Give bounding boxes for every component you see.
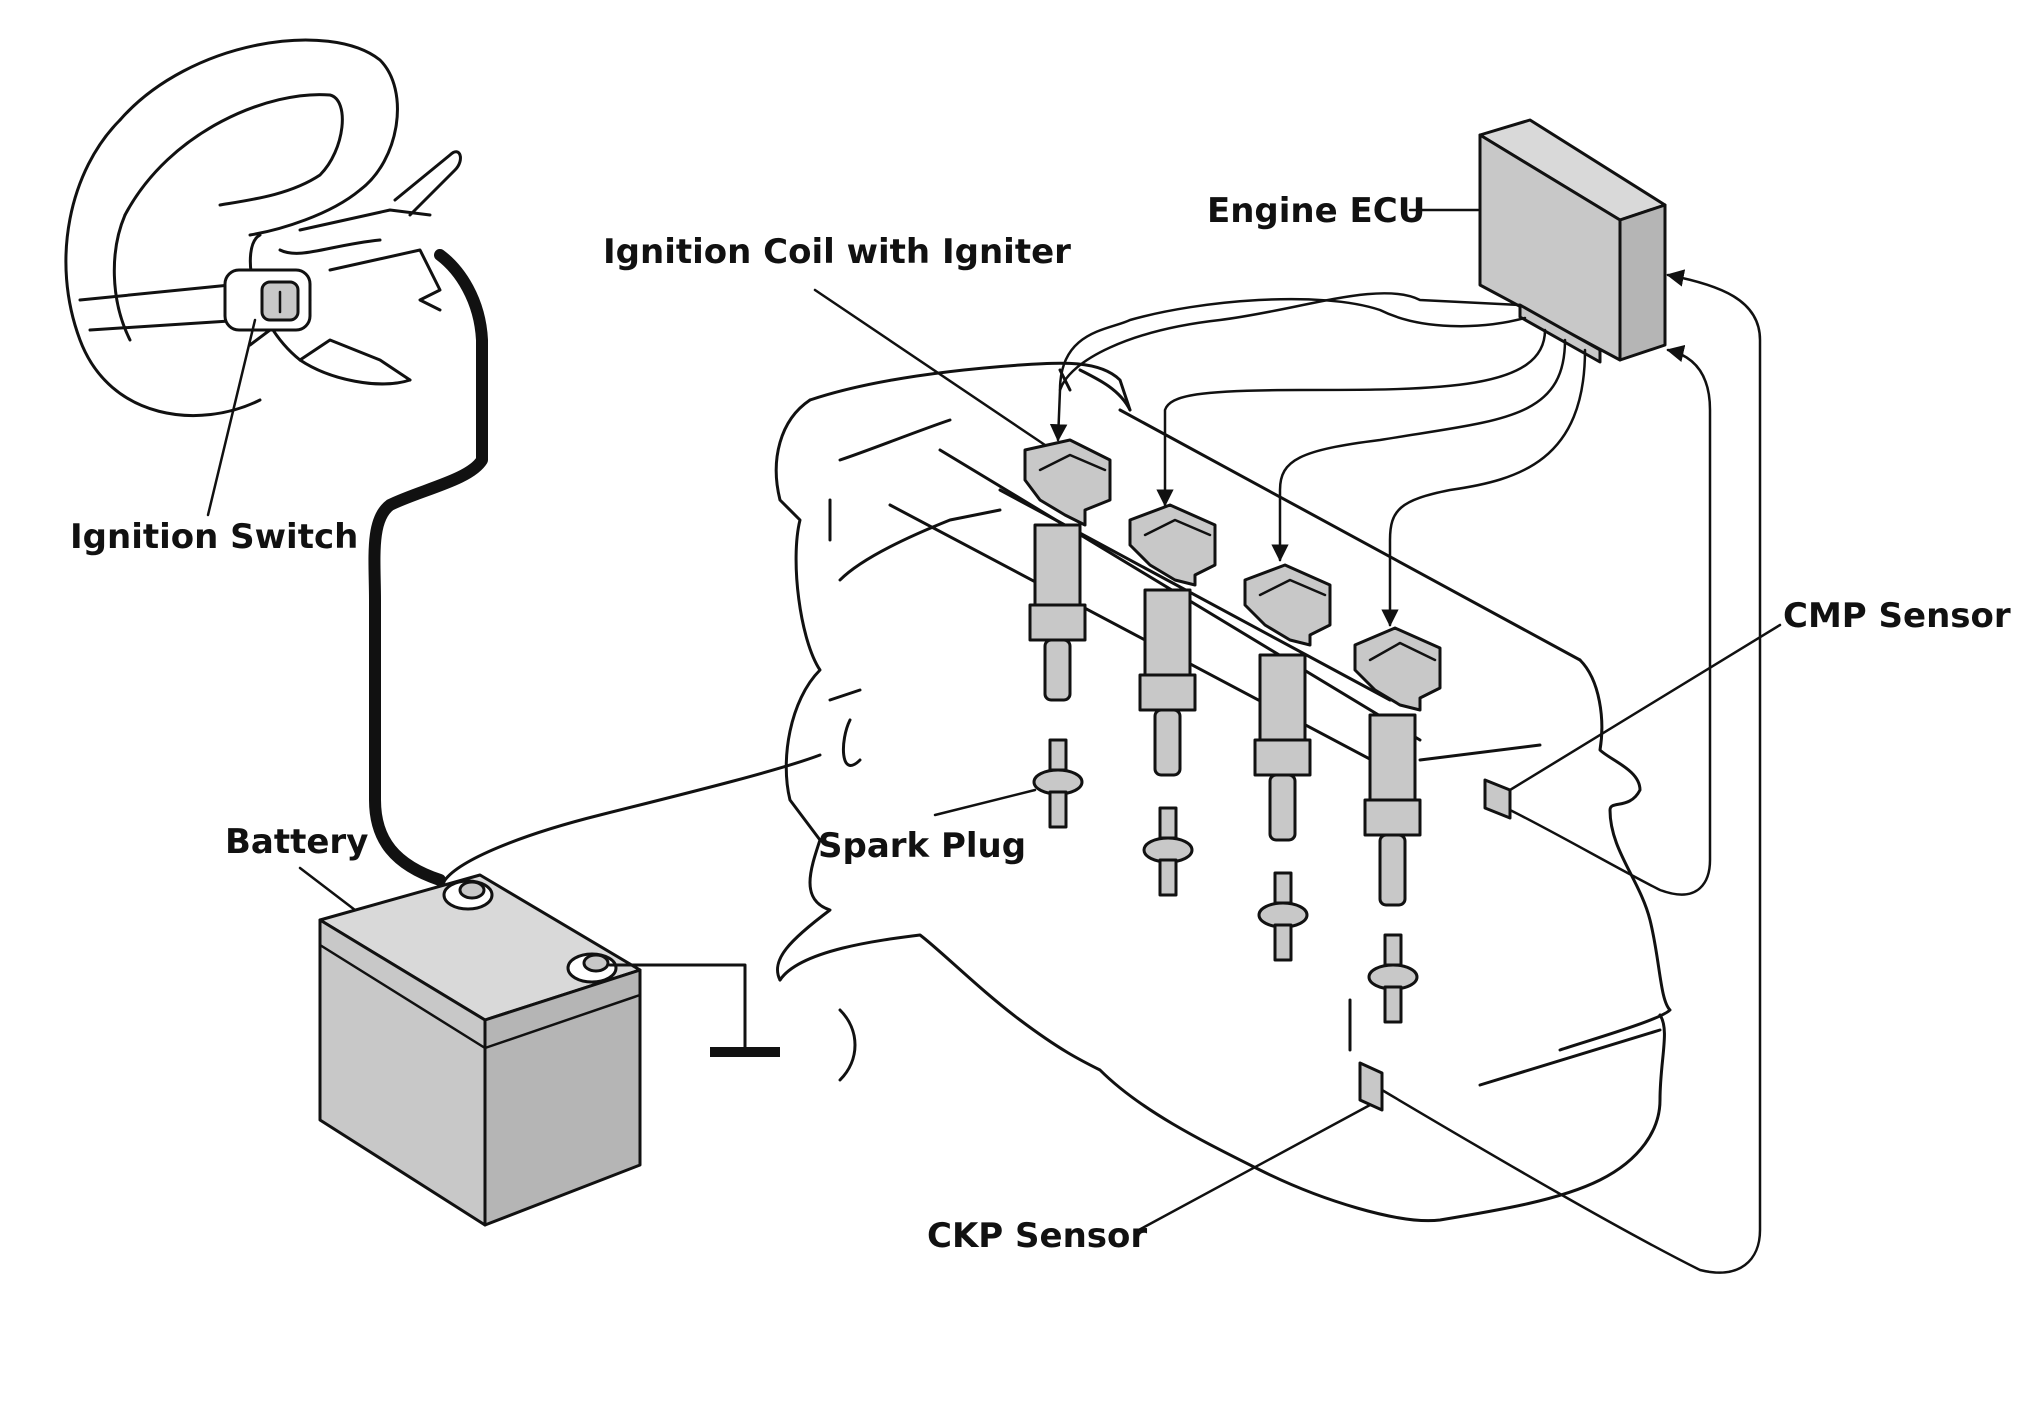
spark-plug-4 bbox=[1367, 933, 1419, 1024]
cmp-leader bbox=[1508, 623, 1782, 792]
cmp-signal-wire bbox=[1508, 344, 1712, 896]
ignition-coil-label: Ignition Coil with Igniter bbox=[603, 232, 1071, 272]
ckp-signal-wire bbox=[1380, 269, 1762, 1274]
cmp-sensor bbox=[1483, 778, 1512, 820]
ecu-connector bbox=[1518, 303, 1602, 364]
ignition-switch-label: Ignition Switch bbox=[70, 517, 358, 557]
coil-feed-wire bbox=[1058, 292, 1522, 392]
battery bbox=[318, 873, 642, 1227]
ckp-sensor bbox=[1358, 1061, 1384, 1112]
ignition-coil-leader bbox=[813, 288, 1047, 447]
ecu-label: Engine ECU bbox=[1207, 191, 1425, 231]
engine-block bbox=[774, 361, 1672, 1223]
ignition-switch-leader bbox=[206, 318, 257, 517]
ckp-leader bbox=[1133, 1103, 1372, 1234]
ignition-coil-2 bbox=[1128, 503, 1217, 777]
battery-leader bbox=[298, 866, 357, 912]
engine-ecu bbox=[1478, 118, 1667, 364]
ecu-side bbox=[1618, 203, 1667, 362]
ignition-coil-4 bbox=[1353, 626, 1442, 907]
ground-wire bbox=[608, 963, 747, 1052]
ignition-coil-3 bbox=[1243, 563, 1332, 842]
ignition-coil-1 bbox=[1023, 438, 1112, 702]
spark-plug-2 bbox=[1142, 806, 1194, 897]
ecu-coil-wires bbox=[1049, 297, 1587, 627]
ckp-sensor-label: CKP Sensor bbox=[927, 1216, 1147, 1256]
spark-plug-1 bbox=[1032, 738, 1084, 829]
battery-label: Battery bbox=[225, 822, 368, 862]
spark-plug-leader bbox=[933, 788, 1037, 817]
spark-plug-label: Spark Plug bbox=[818, 826, 1026, 866]
ignition-harness bbox=[368, 249, 488, 886]
ground-symbol bbox=[710, 1047, 780, 1057]
spark-plug-3 bbox=[1257, 871, 1309, 962]
cmp-sensor-label: CMP Sensor bbox=[1783, 596, 2011, 636]
battery-engine-wire bbox=[443, 753, 822, 882]
steering-wheel bbox=[64, 38, 462, 417]
